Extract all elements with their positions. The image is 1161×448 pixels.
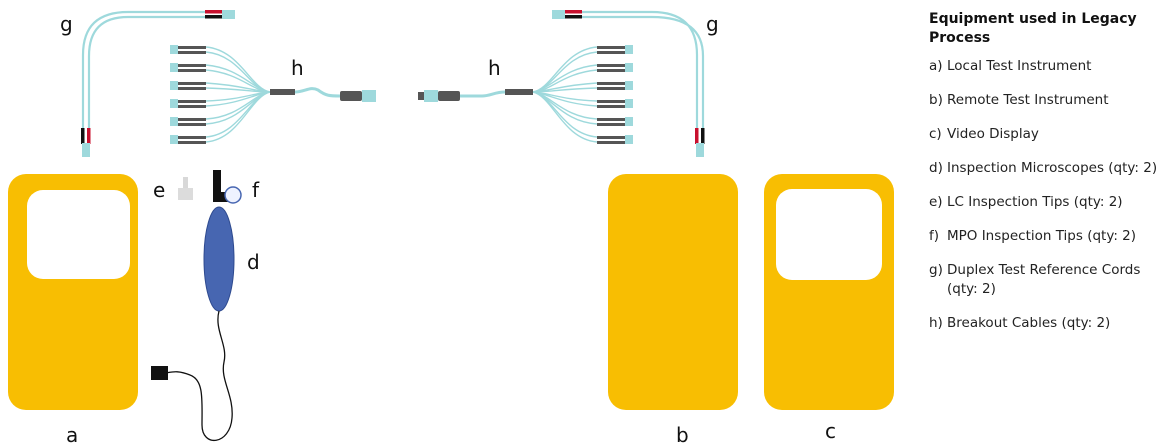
legend-letter: a) (929, 58, 943, 74)
legend-text: LC Inspection Tips (qty: 2) (947, 194, 1123, 210)
legend-letter: g) (929, 262, 943, 278)
legend-title: Equipment used in Legacy Process (929, 11, 1137, 46)
legend-item-e: e) LC Inspection Tips (qty: 2) (929, 193, 1159, 212)
breakout-cable-left (170, 45, 376, 144)
legend-letter: b) (929, 92, 943, 108)
legend-text: MPO Inspection Tips (qty: 2) (947, 228, 1137, 244)
legend-letter: h) (929, 315, 943, 331)
label-a: a (66, 423, 78, 447)
remote-test-instrument (608, 174, 738, 410)
legend-text: Video Display (947, 126, 1039, 142)
lc-inspection-tip (178, 177, 193, 200)
duplex-cord-left (81, 10, 235, 157)
legend: Equipment used in Legacy Process a) Loca… (929, 10, 1159, 348)
legend-item-d: d) Inspection Microscopes (qty: 2) (929, 159, 1159, 178)
label-b: b (676, 423, 689, 447)
legend-letter: c) (929, 126, 942, 142)
inspection-microscope (151, 206, 235, 442)
legend-item-h: h) Breakout Cables (qty: 2) (929, 314, 1159, 333)
label-d: d (247, 250, 260, 274)
label-c: c (825, 419, 836, 443)
legend-letter: e) (929, 194, 943, 210)
label-f: f (252, 178, 260, 202)
legend-letter: d) (929, 160, 943, 176)
mpo-inspection-tip (213, 170, 242, 204)
legend-text: Remote Test Instrument (947, 92, 1109, 108)
label-h-left: h (291, 56, 304, 80)
local-test-instrument (8, 174, 138, 410)
duplex-cord-right (552, 10, 705, 157)
legend-letter: f) (929, 228, 940, 244)
label-h-right: h (488, 56, 501, 80)
legend-item-f: f) MPO Inspection Tips (qty: 2) (929, 227, 1159, 246)
legend-text: Local Test Instrument (947, 58, 1092, 74)
legend-item-a: a) Local Test Instrument (929, 57, 1159, 76)
label-g-right: g (706, 12, 719, 36)
legend-text: Breakout Cables (qty: 2) (947, 315, 1111, 331)
legend-item-c: c) Video Display (929, 125, 1159, 144)
legend-text: Duplex Test Reference Cords (qty: 2) (947, 262, 1141, 297)
legend-item-b: b) Remote Test Instrument (929, 91, 1159, 110)
legend-text: Inspection Microscopes (qty: 2) (947, 160, 1158, 176)
label-e: e (153, 178, 165, 202)
breakout-cable-right (418, 45, 633, 144)
video-display (764, 174, 894, 410)
legend-item-g: g) Duplex Test Reference Cords (qty: 2) (929, 261, 1159, 299)
label-g-left: g (60, 12, 73, 36)
